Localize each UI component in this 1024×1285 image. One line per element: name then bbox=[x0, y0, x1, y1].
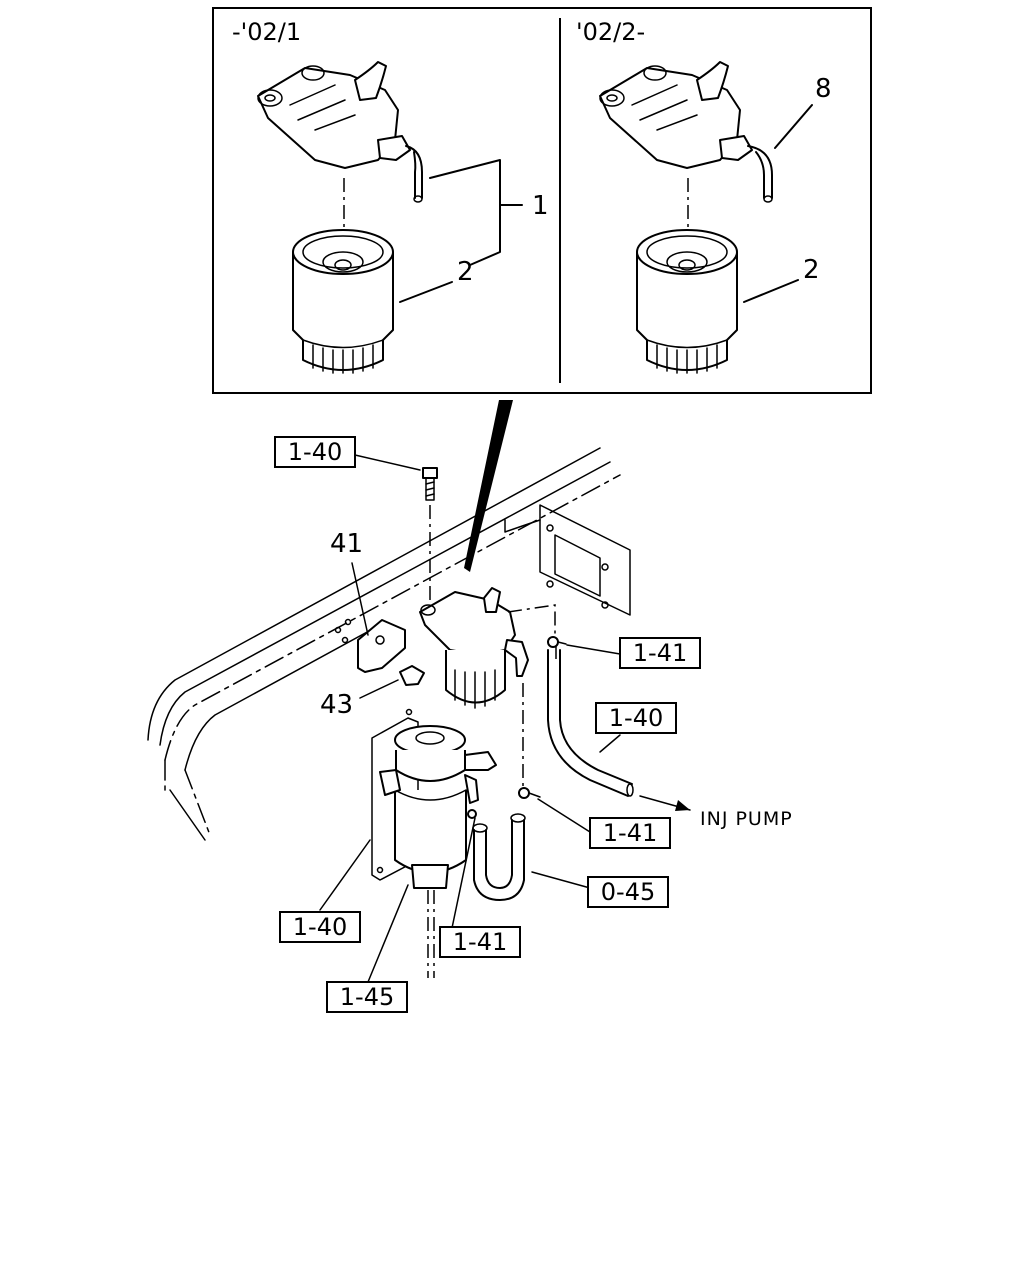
drain-tube bbox=[427, 890, 435, 978]
bracket-bolt-43 bbox=[399, 665, 425, 686]
callout-8: 8 bbox=[815, 74, 832, 104]
hose-clip-lower bbox=[518, 787, 541, 799]
callout-1: 1 bbox=[532, 191, 549, 221]
ref-text-hose-loop: 0-45 bbox=[601, 878, 655, 906]
right-period-label: '02/2- bbox=[576, 18, 645, 46]
callout-2-left: 2 bbox=[457, 257, 474, 287]
ref-box-clip-bottom: 1-41 bbox=[439, 926, 521, 958]
ref-text-drain: 1-45 bbox=[340, 983, 394, 1011]
fuel-hose-to-pump bbox=[547, 649, 634, 797]
right-panel: '02/2- 8 2 bbox=[576, 18, 832, 374]
hose-loop bbox=[467, 809, 526, 901]
ref-text-hose: 1-40 bbox=[609, 704, 663, 732]
left-period-label: -'02/1 bbox=[232, 18, 301, 46]
ref-box-hose-loop: 0-45 bbox=[587, 876, 669, 908]
detail-pointer bbox=[464, 400, 513, 572]
ref-box-separator: 1-40 bbox=[279, 911, 361, 943]
callout-41: 41 bbox=[330, 529, 363, 559]
left-panel: -'02/1 1 2 bbox=[232, 18, 549, 374]
ref-box-clip-upper: 1-41 bbox=[619, 637, 701, 669]
ref-box-drain: 1-45 bbox=[326, 981, 408, 1013]
filter-head-right bbox=[599, 61, 773, 203]
ref-text-separator: 1-40 bbox=[293, 913, 347, 941]
callout-2-right: 2 bbox=[803, 255, 820, 285]
inj-pump-label: INJ PUMP bbox=[700, 808, 793, 830]
ref-text-clip-lower: 1-41 bbox=[603, 819, 657, 847]
ref-box-hose: 1-40 bbox=[595, 702, 677, 734]
ref-text-clip-upper: 1-41 bbox=[633, 639, 687, 667]
mounting-bolt bbox=[422, 467, 438, 501]
filter-head-left bbox=[257, 61, 423, 203]
ref-box-clip-lower: 1-41 bbox=[589, 817, 671, 849]
filter-cartridge-right bbox=[636, 229, 738, 374]
filter-assembly bbox=[419, 587, 529, 709]
chassis-frame bbox=[147, 447, 631, 841]
ref-text-clip-bottom: 1-41 bbox=[453, 928, 507, 956]
hose-clip-upper bbox=[547, 636, 567, 648]
bracket-41 bbox=[357, 619, 406, 673]
callout-43: 43 bbox=[320, 690, 353, 720]
leader-lines bbox=[319, 454, 691, 983]
water-separator bbox=[371, 708, 497, 889]
ref-box-bolt: 1-40 bbox=[274, 436, 356, 468]
ref-text-bolt: 1-40 bbox=[288, 438, 342, 466]
filter-cartridge-left bbox=[292, 229, 394, 374]
